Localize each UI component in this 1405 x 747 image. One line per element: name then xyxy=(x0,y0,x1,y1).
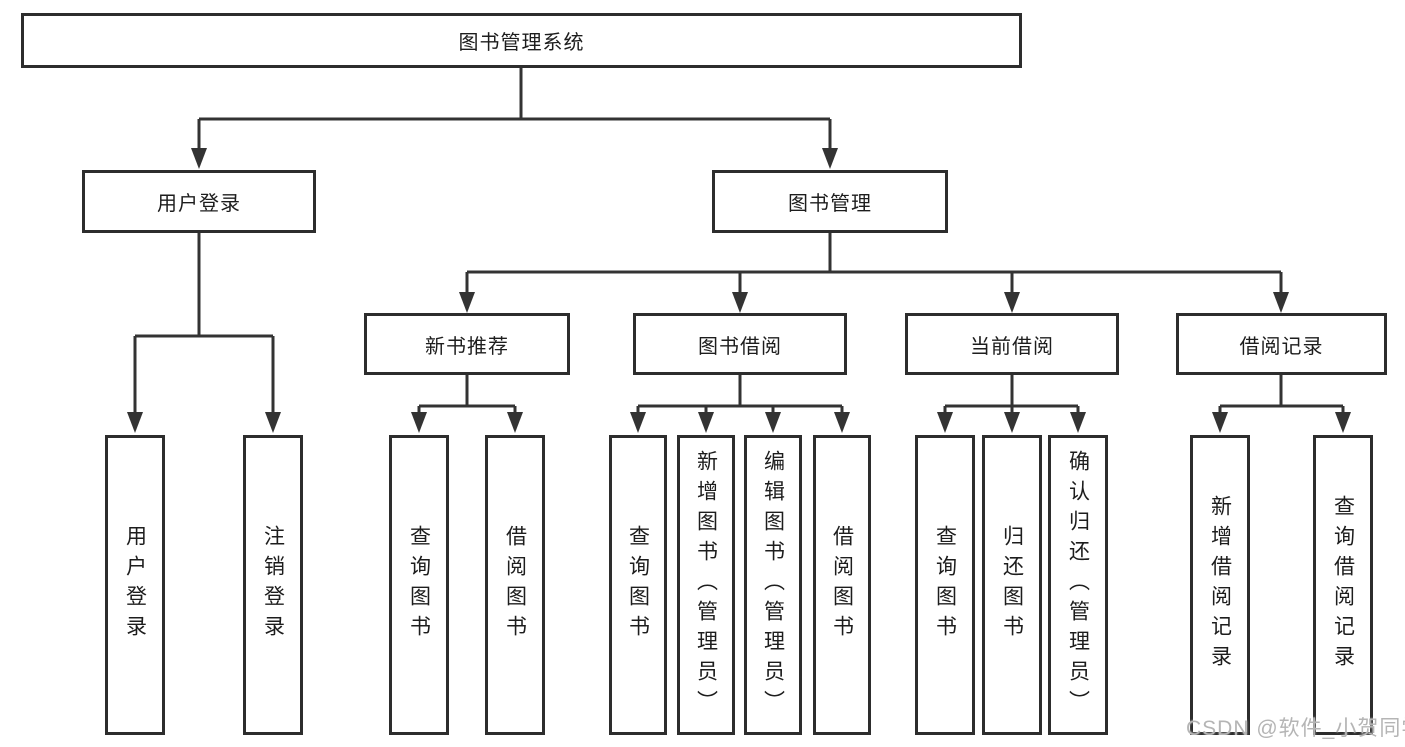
node-root: 图书管理系统 xyxy=(21,13,1022,68)
leaf-label: 借阅图书 xyxy=(503,525,527,645)
node-book-management: 图书管理 xyxy=(712,170,948,233)
leaf-label: 新增借阅记录 xyxy=(1208,495,1232,675)
leaf-label: 编辑图书（管理员） xyxy=(761,450,785,720)
leaf-label: 注销登录 xyxy=(261,525,285,645)
leaf-label: 查询图书 xyxy=(933,525,957,645)
leaf-query-books-borrow: 查询图书 xyxy=(609,435,667,735)
leaf-query-books-recommend: 查询图书 xyxy=(389,435,449,735)
leaf-edit-books-admin: 编辑图书（管理员） xyxy=(744,435,802,735)
watermark: CSDN @软件_小贺同学 xyxy=(1186,717,1405,740)
node-user-login: 用户登录 xyxy=(82,170,316,233)
leaf-label: 用户登录 xyxy=(123,525,147,645)
leaf-label: 查询图书 xyxy=(626,525,650,645)
node-new-book-recommend: 新书推荐 xyxy=(364,313,570,375)
leaf-query-borrow-record: 查询借阅记录 xyxy=(1313,435,1373,735)
node-borrow-records: 借阅记录 xyxy=(1176,313,1387,375)
leaf-confirm-return-admin: 确认归还（管理员） xyxy=(1048,435,1108,735)
node-current-borrow: 当前借阅 xyxy=(905,313,1119,375)
leaf-label: 查询借阅记录 xyxy=(1331,495,1355,675)
leaf-label: 确认归还（管理员） xyxy=(1066,450,1090,720)
leaf-label: 归还图书 xyxy=(1000,525,1024,645)
leaf-borrow-books-recommend: 借阅图书 xyxy=(485,435,545,735)
leaf-label: 借阅图书 xyxy=(830,525,854,645)
leaf-label: 查询图书 xyxy=(407,525,431,645)
leaf-borrow-books: 借阅图书 xyxy=(813,435,871,735)
node-book-borrow: 图书借阅 xyxy=(633,313,847,375)
leaf-logout: 注销登录 xyxy=(243,435,303,735)
leaf-label: 新增图书（管理员） xyxy=(694,450,718,720)
leaf-return-books: 归还图书 xyxy=(982,435,1042,735)
leaf-add-books-admin: 新增图书（管理员） xyxy=(677,435,735,735)
leaf-query-books-current: 查询图书 xyxy=(915,435,975,735)
arrowheads xyxy=(127,148,1351,433)
leaf-add-borrow-record: 新增借阅记录 xyxy=(1190,435,1250,735)
leaf-user-login: 用户登录 xyxy=(105,435,165,735)
